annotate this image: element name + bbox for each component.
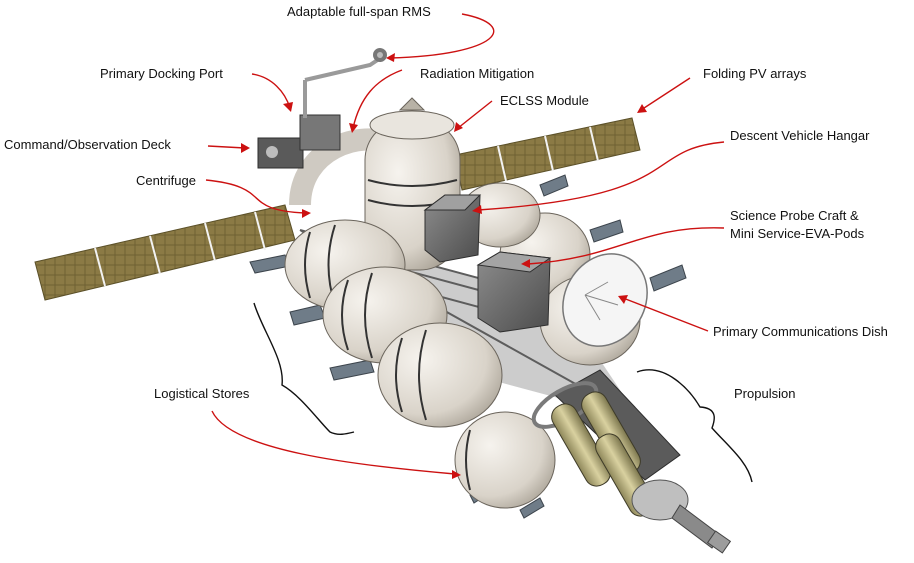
arrow-science	[527, 227, 725, 265]
label-science-probe-line1: Science Probe Craft &	[730, 208, 859, 223]
arrow-rms	[389, 13, 495, 59]
logistical-module-4	[454, 411, 556, 509]
label-command-deck: Command/Observation Deck	[4, 137, 171, 152]
annotation-arrows	[205, 13, 725, 475]
label-folding-pv: Folding PV arrays	[703, 66, 807, 81]
command-deck	[257, 114, 341, 169]
arrow-eclss	[457, 100, 493, 129]
label-rms: Adaptable full-span RMS	[287, 4, 431, 19]
arrowheads	[241, 53, 647, 479]
communications-dish	[562, 253, 648, 347]
arrow-centrifuge	[205, 179, 306, 214]
arrow-folding-pv	[640, 77, 691, 111]
science-probe-hangar	[476, 251, 552, 333]
label-logistical-stores: Logistical Stores	[154, 386, 250, 401]
logistical-module-3	[377, 322, 503, 428]
brace-propulsion	[636, 369, 753, 483]
brace-logistical	[253, 302, 355, 435]
label-descent-hangar: Descent Vehicle Hangar	[730, 128, 870, 143]
label-science-probe-line2: Mini Service-EVA-Pods	[730, 226, 865, 241]
arrow-radiation	[352, 69, 403, 129]
arrow-logistical	[211, 410, 456, 475]
label-radiation-mitigation: Radiation Mitigation	[420, 66, 535, 81]
label-eclss: ECLSS Module	[500, 93, 589, 108]
descent-vehicle-hangar	[423, 194, 482, 263]
arrow-command	[207, 145, 246, 149]
label-docking-port: Primary Docking Port	[100, 66, 223, 81]
rms-arm	[303, 48, 387, 118]
left-pv-array	[34, 204, 296, 301]
label-centrifuge: Centrifuge	[136, 173, 196, 188]
label-propulsion: Propulsion	[734, 386, 796, 401]
arrow-docking	[251, 73, 291, 109]
braces	[253, 302, 753, 483]
label-comms-dish: Primary Communications Dish	[713, 324, 888, 339]
arrow-comms	[622, 297, 709, 332]
arrow-descent	[477, 141, 725, 211]
propulsion-section	[531, 369, 732, 554]
right-pv-array	[454, 117, 641, 191]
